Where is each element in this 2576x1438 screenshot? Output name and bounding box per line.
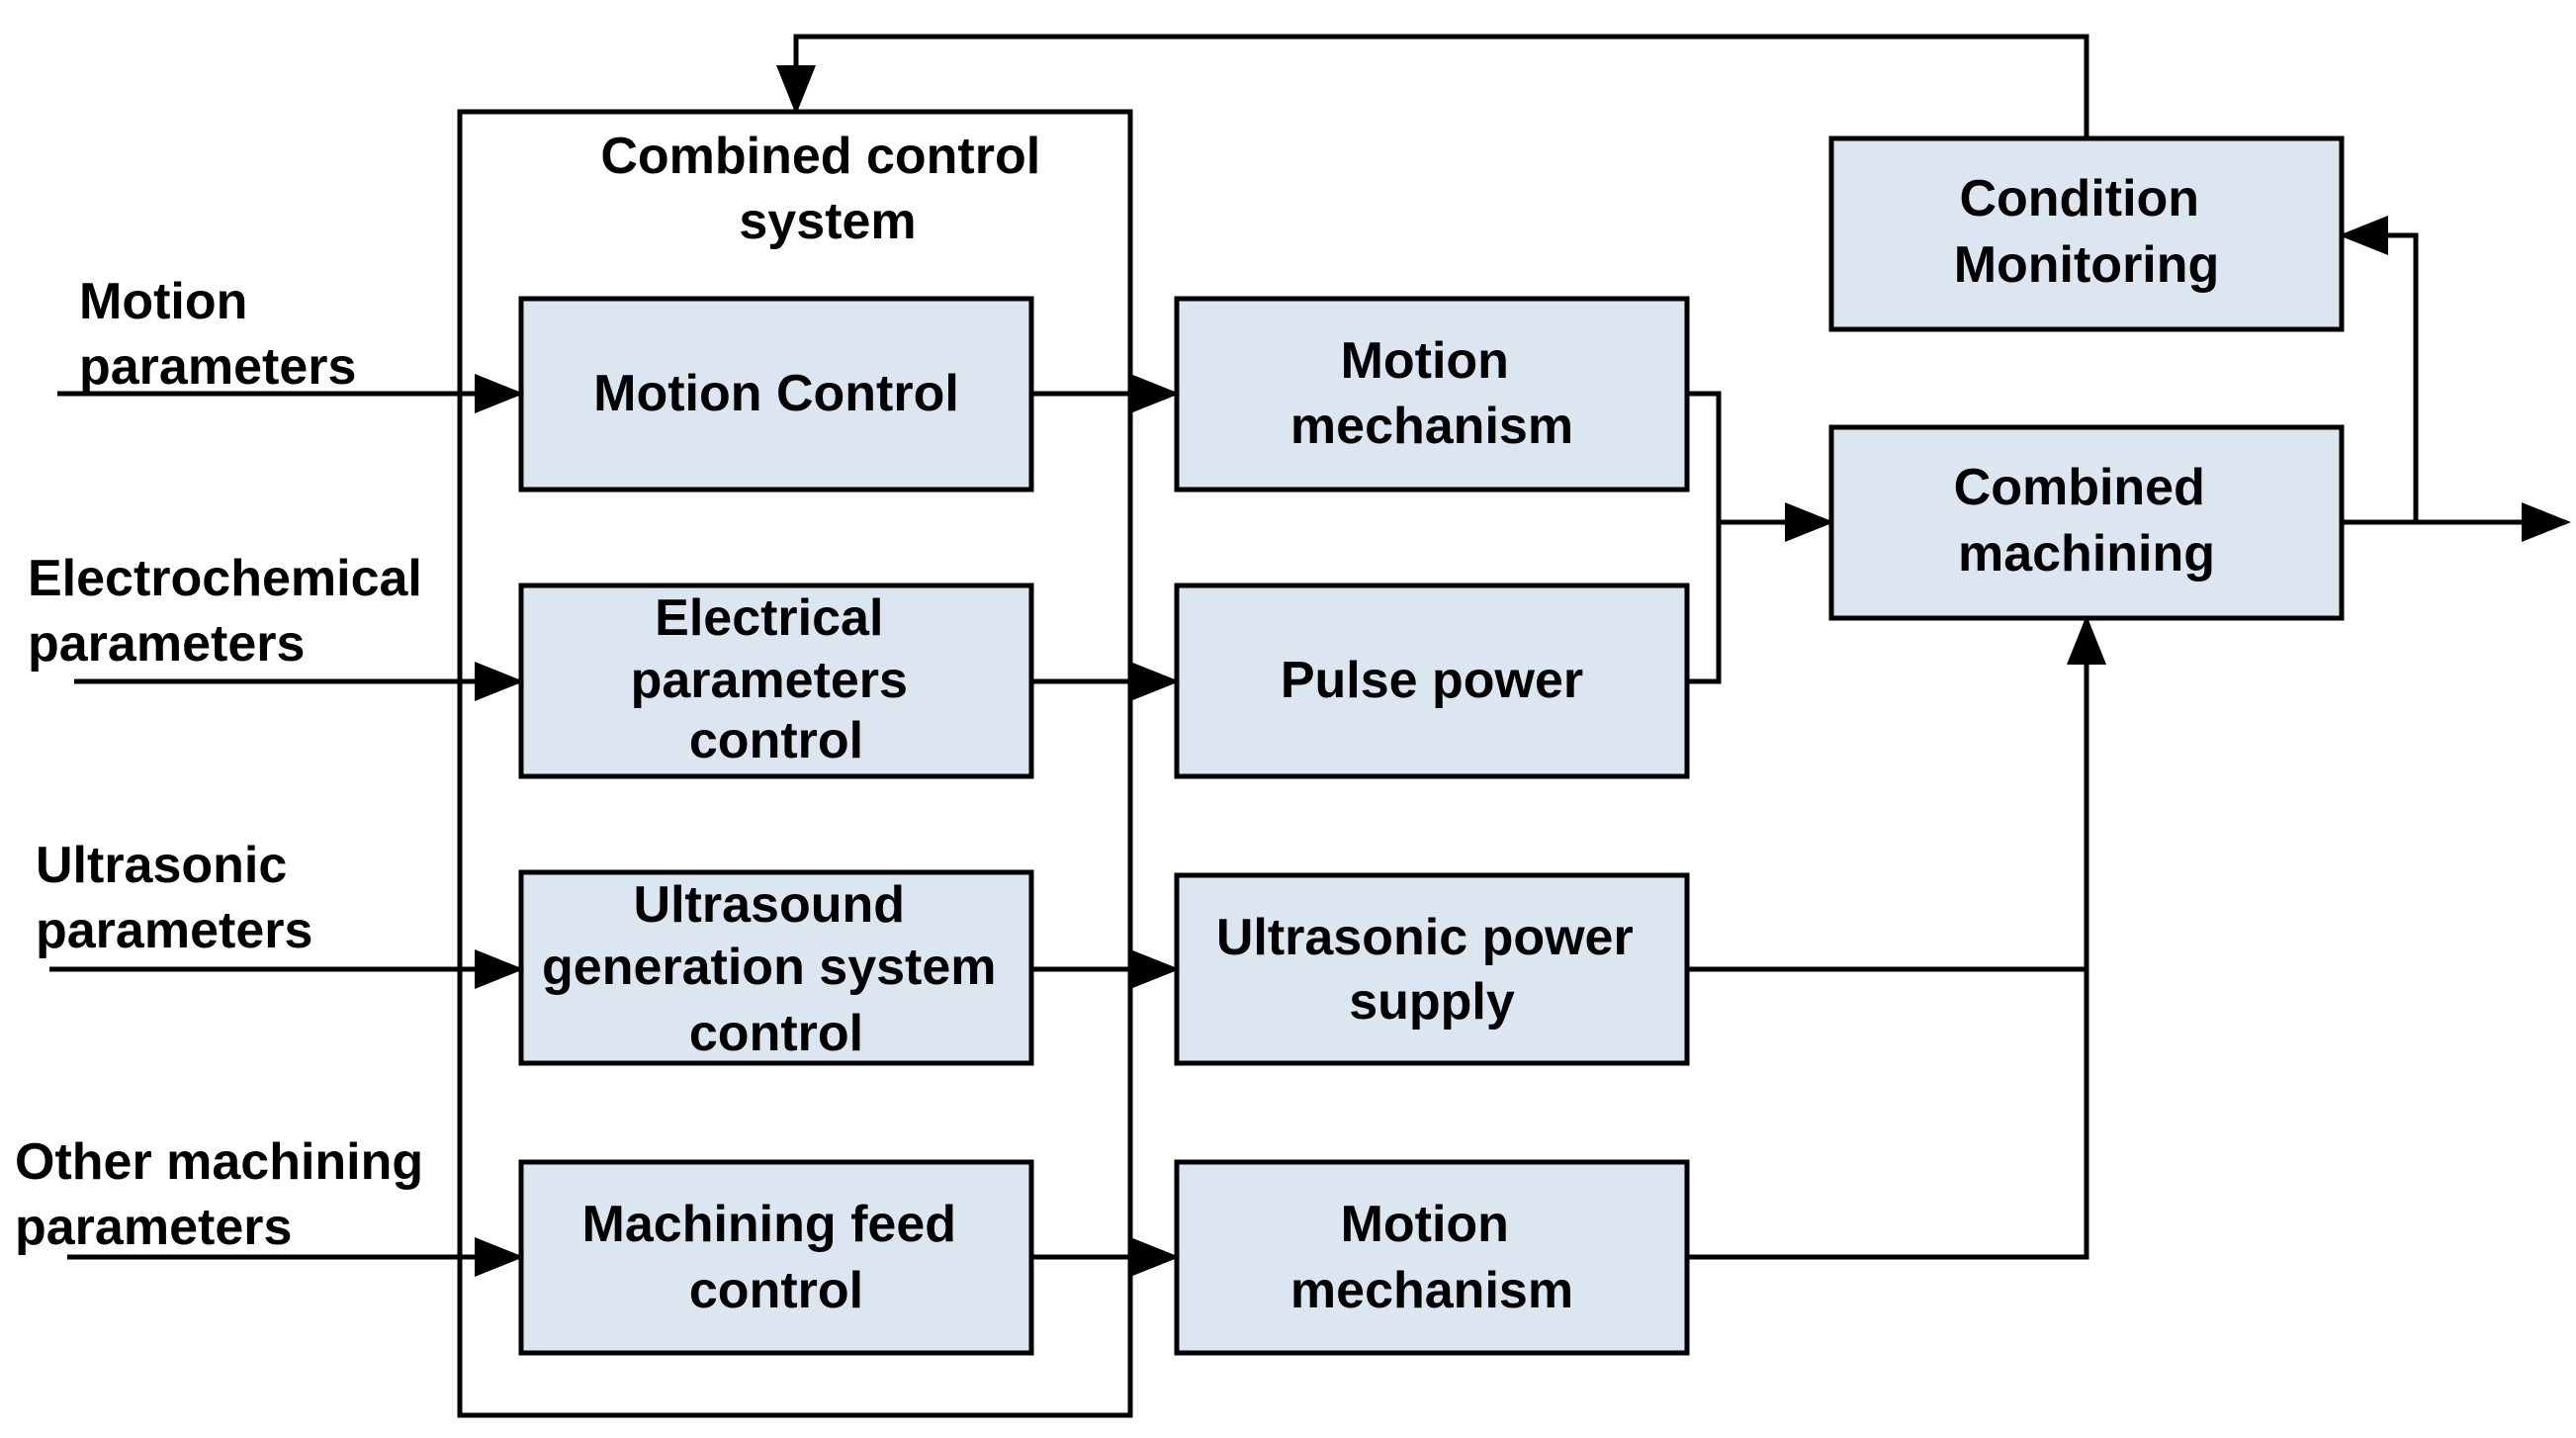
electrical-parameters-control-label: Electrical parameters control — [631, 589, 923, 769]
machining-feed-control-box: Machining feed control — [518, 1159, 1034, 1356]
feedback-to-condition-monitoring-arrow — [2339, 216, 2419, 522]
ultrasonic-power-supply-box: Ultrasonic power supply — [1174, 872, 1690, 1066]
monitoring-to-control-system-arrow — [776, 34, 2089, 138]
ultrasound-generation-control-box: Ultrasound generation system control — [518, 869, 1034, 1066]
condition-monitoring-box: Condition Monitoring — [1828, 135, 2345, 332]
motion-mechanism-merge-wire — [1687, 391, 1722, 684]
motion-mechanism-top-label: Motion mechanism — [1290, 332, 1573, 455]
other-machining-parameters-label: Other machining parameters — [15, 1133, 438, 1256]
motion-control-box: Motion Control — [518, 296, 1034, 493]
motion-control-label: Motion Control — [593, 365, 959, 422]
motion-mechanism-bottom-label: Motion mechanism — [1290, 1196, 1573, 1319]
combined-machining-label: Combined machining — [1954, 459, 2220, 583]
ultrasonic-power-supply-label: Ultrasonic power supply — [1216, 909, 1647, 1031]
motion-parameters-label: Motion parameters — [79, 273, 356, 396]
pulse-power-label: Pulse power — [1281, 652, 1583, 709]
combined-control-system-title: Combined control system — [600, 128, 1054, 250]
ultrasound-generation-control-label: Ultrasound generation system control — [542, 876, 1011, 1062]
pulse-power-box: Pulse power — [1174, 583, 1690, 779]
electrochemical-parameters-label: Electrochemical parameters — [28, 550, 436, 673]
condition-monitoring-label: Condition Monitoring — [1954, 170, 2220, 294]
machining-feed-control-label: Machining feed control — [582, 1196, 971, 1319]
motion-mechanism-bottom-box: Motion mechanism — [1174, 1159, 1690, 1356]
combined-machining-box: Combined machining — [1828, 424, 2345, 621]
bottom-mechanism-to-combined-machining-arrow — [1687, 615, 2106, 1260]
electrical-parameters-control-box: Electrical parameters control — [518, 583, 1034, 779]
ultrasonic-parameters-label: Ultrasonic parameters — [36, 837, 312, 959]
motion-mechanism-top-box: Motion mechanism — [1174, 296, 1690, 493]
